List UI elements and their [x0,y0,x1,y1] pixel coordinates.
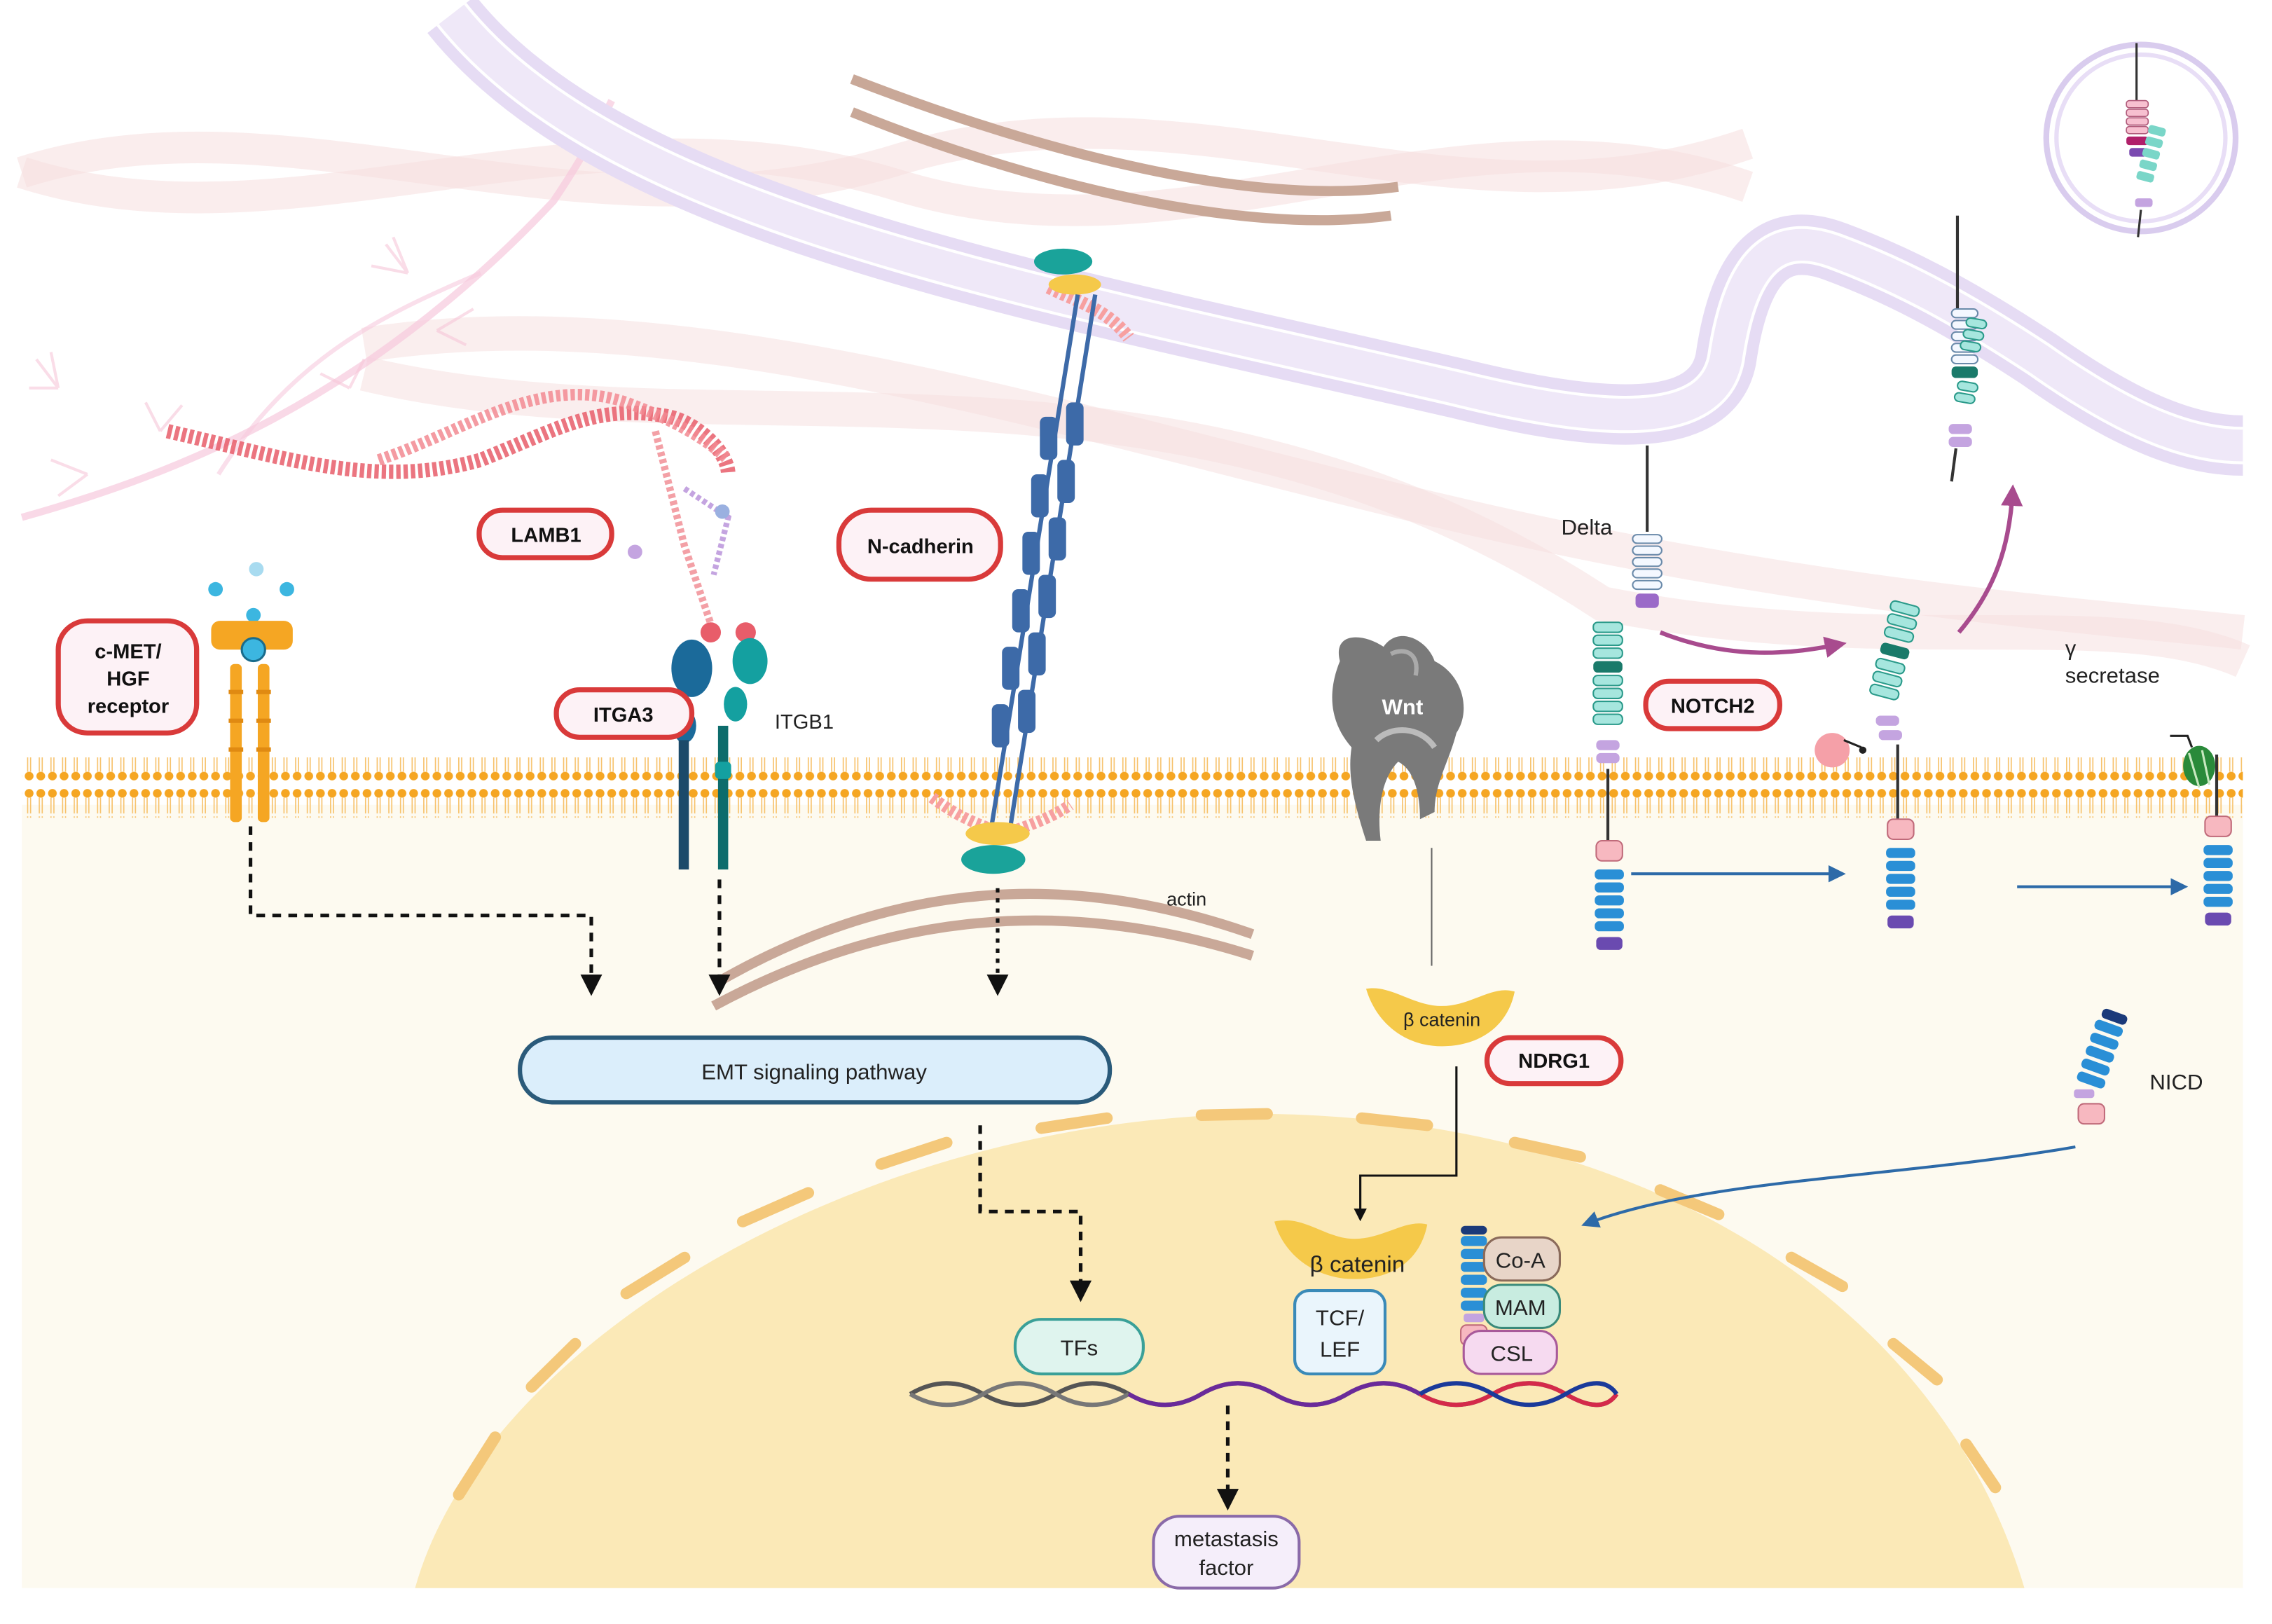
wnt-label: Wnt [1382,695,1424,720]
arrows [248,484,2189,1511]
delta-neighbor [1948,215,1988,482]
delta-label: Delta [1562,515,1613,539]
laminin-chains [165,389,756,642]
tcf-label-line2: LEF [1320,1337,1360,1362]
cmet-label-line2: HGF [106,668,149,691]
coa-box [1482,1236,1562,1282]
notch-nuclear-complex [1460,1225,1562,1375]
beta-catenin-nuc-shape [1274,1220,1428,1279]
metastasis-label-line2: factor [1199,1555,1253,1580]
tcf-label-line1: TCF/ [1316,1306,1365,1330]
adam-protease [1815,733,1867,768]
beta-catenin-cyto-shape [1365,988,1515,1047]
integrin-itgb1 [715,638,768,870]
metastasis-box [1152,1515,1301,1590]
csl-label: CSL [1491,1342,1534,1366]
ndrg1-label: NDRG1 [1518,1050,1590,1073]
cmet-label-line3: receptor [88,696,169,718]
notch2-receptor [1592,621,1624,950]
itga3-label: ITGA3 [593,704,654,727]
emt-pathway-box [518,1035,1113,1105]
cmet-receptor [208,562,294,823]
gamma-label: γ [2065,636,2077,661]
gamma-secretase [2170,734,2215,788]
lamb1-label-group: LAMB1 [476,507,614,560]
cmet-label-group: c-MET/ HGF receptor [55,618,200,736]
notch-right-fragment [2203,754,2233,926]
csl-box [1462,1329,1558,1375]
delta-ligand [1632,445,1663,608]
cmet-label-line1: c-MET/ [95,641,161,663]
secretase-label: secretase [2065,663,2160,688]
notch-cleaved-fragment [1869,600,1920,929]
lamb1-label: LAMB1 [511,525,581,547]
extracellular-matrix [0,0,2272,762]
mam-box [1482,1284,1562,1329]
ncadherin-label: N-cadherin [867,536,974,558]
plasma-membrane [22,757,2243,818]
ndrg1-label-group: NDRG1 [1484,1035,1624,1087]
beta-catenin-nuc-label: β catenin [1310,1252,1405,1278]
beta-catenin-cyto-label: β catenin [1403,1010,1480,1031]
notch2-label-group: NOTCH2 [1643,678,1782,731]
wnt-ligand [1332,635,1464,841]
ncadherin-label-group: N-cadherin [836,507,1003,582]
coa-label: Co-A [1496,1248,1545,1272]
tfs-label: TFs [1061,1336,1099,1361]
n-cadherin [928,248,1134,874]
tcf-lef-box [1293,1289,1387,1376]
dna-strand [909,1381,1619,1408]
actin-filament-top [850,74,1399,226]
actin-label: actin [1166,888,1206,909]
actin-filament-bottom [710,888,1255,1011]
itgb1-label: ITGB1 [775,711,834,734]
nicd-label: NICD [2149,1070,2203,1094]
mam-label: MAM [1495,1295,1546,1320]
nicd-fragment [2074,1008,2128,1125]
tfs-box [1013,1318,1145,1376]
itga3-label-group: ITGA3 [553,687,695,740]
nucleus [415,1108,2025,1588]
inset-vesicle [2043,41,2239,238]
notch2-label: NOTCH2 [1671,696,1755,718]
metastasis-label-line1: metastasis [1174,1527,1279,1551]
emt-pathway-label: EMT signaling pathway [701,1060,927,1085]
